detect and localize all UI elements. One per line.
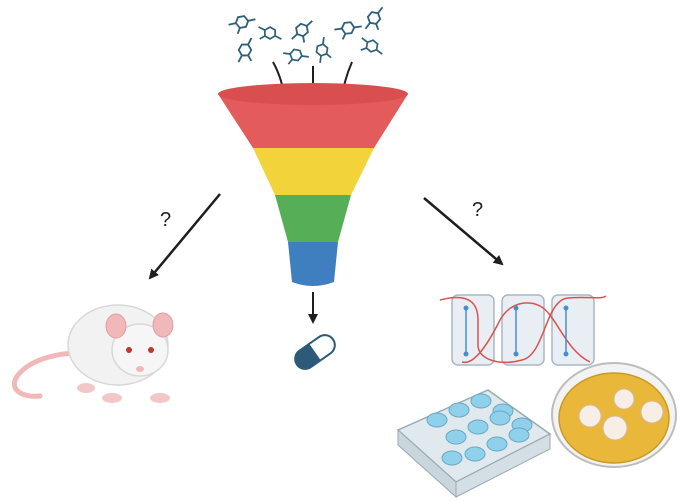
molecules-group xyxy=(225,6,391,73)
rat-head xyxy=(111,323,169,377)
molecule-icon xyxy=(253,19,283,50)
molecule-icon xyxy=(308,36,340,67)
molecule-icon xyxy=(288,19,317,46)
molecule-icon xyxy=(279,41,310,73)
well xyxy=(467,419,489,435)
chip-port xyxy=(563,305,569,311)
rat-ear-right xyxy=(152,312,174,338)
chip-port xyxy=(513,305,519,311)
molecule-icon xyxy=(359,6,391,35)
rat-eye-left xyxy=(126,347,132,353)
rat-paw-right xyxy=(150,393,170,403)
well xyxy=(448,402,470,418)
funnel-red-band xyxy=(218,94,408,148)
chip-red-channel xyxy=(439,295,607,364)
funnel-rim xyxy=(218,83,408,105)
molecule-icon xyxy=(356,32,384,62)
organ-on-chip-icon xyxy=(439,294,607,366)
capsule-icon xyxy=(294,334,336,370)
rat-icon xyxy=(11,304,174,403)
cell-colony xyxy=(613,388,635,410)
well xyxy=(489,410,511,426)
arrow-to-animal-model xyxy=(148,193,221,280)
chip-port xyxy=(513,351,519,357)
rat-eye-right xyxy=(148,347,154,353)
rat-ear-left xyxy=(105,313,127,339)
molecule-icon xyxy=(225,10,257,39)
funnel-blue-band xyxy=(288,242,338,286)
rat-tail xyxy=(11,350,95,399)
rat-hind-paw xyxy=(77,383,95,393)
arrow-to-in-vitro-models xyxy=(423,197,504,266)
well xyxy=(486,436,508,452)
right-question-mark: ? xyxy=(472,199,483,221)
cell-colony xyxy=(602,415,628,441)
molecule-icon xyxy=(230,37,263,68)
well xyxy=(441,450,463,466)
wells xyxy=(426,393,533,466)
molecule-icon xyxy=(331,15,363,46)
well-plate-icon xyxy=(396,389,552,499)
well xyxy=(470,393,492,409)
rat-nose xyxy=(136,366,144,372)
funnel-yellow-band xyxy=(253,148,374,195)
cell-colony xyxy=(640,400,664,424)
chip-port xyxy=(463,351,469,357)
well xyxy=(426,412,448,428)
chip-port xyxy=(463,305,469,311)
chip-port xyxy=(563,351,569,357)
well-plate-front xyxy=(455,433,551,498)
left-question-mark: ? xyxy=(160,209,171,231)
chip-1 xyxy=(451,294,495,366)
well xyxy=(464,446,486,462)
funnel-icon xyxy=(218,83,408,286)
well xyxy=(445,429,467,445)
rat-paw-left xyxy=(102,393,122,403)
cell-colony xyxy=(578,404,602,428)
well xyxy=(508,427,530,443)
chip-3 xyxy=(551,294,595,366)
funnel-green-band xyxy=(275,195,351,242)
petri-dish-icon xyxy=(551,362,677,468)
